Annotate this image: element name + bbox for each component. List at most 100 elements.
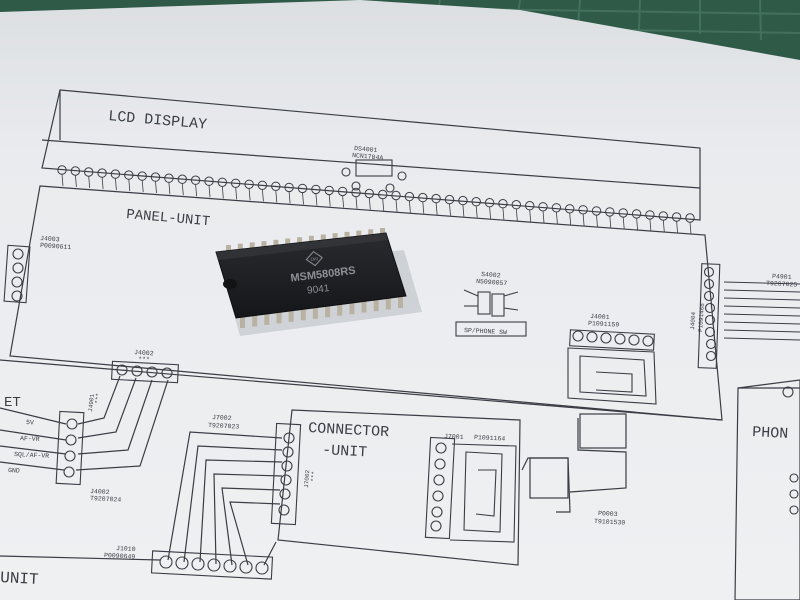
lcd-pin-lead xyxy=(75,175,77,188)
j7002-ref: J7002 xyxy=(212,414,232,422)
lcd-pin xyxy=(324,185,334,196)
j4901-connector xyxy=(55,410,85,486)
lcd-pin-lead xyxy=(128,179,131,192)
j4001-connector xyxy=(567,329,657,405)
chip-pin xyxy=(252,312,258,327)
lcd-pin-lead xyxy=(288,191,291,204)
phone-side-pins xyxy=(782,386,799,515)
connector-unit-label-1: CONNECTOR xyxy=(308,420,390,441)
p0003-part: T9101530 xyxy=(594,518,626,527)
j4003-part: P0090611 xyxy=(40,242,72,251)
lcd-pin xyxy=(297,183,308,194)
signal-af-vr: AF-VR xyxy=(20,435,40,443)
lcd-pin-lead xyxy=(542,210,545,223)
j4002-bottom-part: T9207024 xyxy=(90,495,122,504)
j7001-connector xyxy=(424,436,517,543)
j4002-connector xyxy=(110,360,180,384)
chip-pin xyxy=(240,314,245,328)
j7002-connector xyxy=(270,422,302,526)
lcd-pin-lead xyxy=(636,218,638,230)
j4004-ref: J4004 xyxy=(689,311,697,330)
lcd-pin-lead xyxy=(515,208,518,221)
j7001-ref: J7001 xyxy=(444,433,464,441)
lcd-pin xyxy=(337,186,348,197)
lcd-pin-lead xyxy=(569,212,572,225)
lcd-pin-lead xyxy=(235,187,238,200)
lcd-pin xyxy=(645,210,655,220)
lcd-pin-lead xyxy=(662,220,665,233)
lcd-pin xyxy=(284,182,294,193)
j4002-bottom-ref: J4002 xyxy=(90,488,110,496)
lcd-pin xyxy=(631,209,642,219)
lcd-pin-lead xyxy=(342,195,344,208)
lcd-pin-lead xyxy=(422,201,425,214)
chip-pin xyxy=(344,231,350,240)
lcd-pin-lead xyxy=(328,194,331,207)
j4004-connector xyxy=(697,263,721,369)
lcd-pin-lead xyxy=(395,199,398,212)
ic-chip: OKI MSM5808RS 9041 xyxy=(215,228,422,336)
chip-pin xyxy=(356,230,362,239)
lcd-pin xyxy=(591,206,602,216)
p4901-part: T9207025 xyxy=(766,280,798,289)
chip-pin xyxy=(300,306,306,321)
lcd-pin-lead xyxy=(115,178,117,191)
lcd-pin xyxy=(618,208,628,218)
lcd-pin-lead xyxy=(208,185,211,198)
ds4001-ref: DS4001 xyxy=(354,145,378,154)
chip-pin xyxy=(285,238,291,247)
lcd-pin-lead xyxy=(88,176,91,189)
lcd-pin-lead xyxy=(409,200,411,213)
j4002-top-ref: J4002 xyxy=(134,349,154,357)
lcd-pin-lead xyxy=(689,222,692,235)
lcd-pin-lead xyxy=(168,182,171,195)
chip-date-code: 9041 xyxy=(307,283,331,297)
chip-pin xyxy=(226,245,231,253)
lcd-pin-lead xyxy=(101,177,104,190)
lcd-pin-lead xyxy=(609,216,612,228)
left-fragment-label: ET xyxy=(4,395,21,411)
chip-pin xyxy=(373,297,379,312)
j4004-part: P1091468 xyxy=(697,303,706,333)
oki-logo-mark xyxy=(305,250,324,267)
lcd-pin-lead xyxy=(302,192,304,205)
lcd-pin-lead xyxy=(141,180,144,193)
chip-pin xyxy=(276,309,282,324)
chip-pin xyxy=(273,239,279,248)
lcd-pin-lead xyxy=(248,188,251,201)
chip-pin xyxy=(398,294,403,308)
chip-pin xyxy=(385,295,391,310)
connector-unit-label-2: -UNIT xyxy=(322,442,368,461)
panel-unit-label: PANEL-UNIT xyxy=(126,207,211,230)
j1010-ref: J1010 xyxy=(116,545,136,553)
j4901-part: *** xyxy=(94,393,102,404)
j4002-top-part: *** xyxy=(138,356,150,364)
chip-pin xyxy=(332,233,338,242)
chip-pin xyxy=(308,235,314,244)
lcd-pin-lead xyxy=(475,205,478,218)
j7001-part: P1091164 xyxy=(474,434,506,443)
chip-pin xyxy=(264,310,270,325)
chip-pin xyxy=(320,234,326,243)
lcd-pin-lead xyxy=(368,197,371,210)
p0003-ref: P0003 xyxy=(598,510,618,518)
signal-5v: 5V xyxy=(26,419,34,426)
lcd-pin-lead xyxy=(502,207,505,220)
chip-pin xyxy=(249,242,255,251)
lcd-pin-lead xyxy=(435,202,438,215)
j1010-connector xyxy=(150,550,274,580)
lcd-pin-row xyxy=(57,165,695,235)
chip-pin xyxy=(288,307,294,322)
lcd-pin-lead xyxy=(382,198,385,211)
lcd-pin-lead xyxy=(556,211,558,224)
j7002-side-ref: J7002 xyxy=(303,469,311,488)
chip-pin xyxy=(349,300,355,315)
ds4001-part: NCN1704A xyxy=(352,152,384,162)
chip-pin xyxy=(261,241,267,250)
j1010-part: P0090649 xyxy=(104,552,136,561)
j7002-side-part: *** xyxy=(310,471,318,482)
lcd-pin-lead xyxy=(221,186,224,199)
j4001-ref: J4001 xyxy=(590,313,610,321)
bottom-unit-label: UNIT xyxy=(0,569,39,589)
